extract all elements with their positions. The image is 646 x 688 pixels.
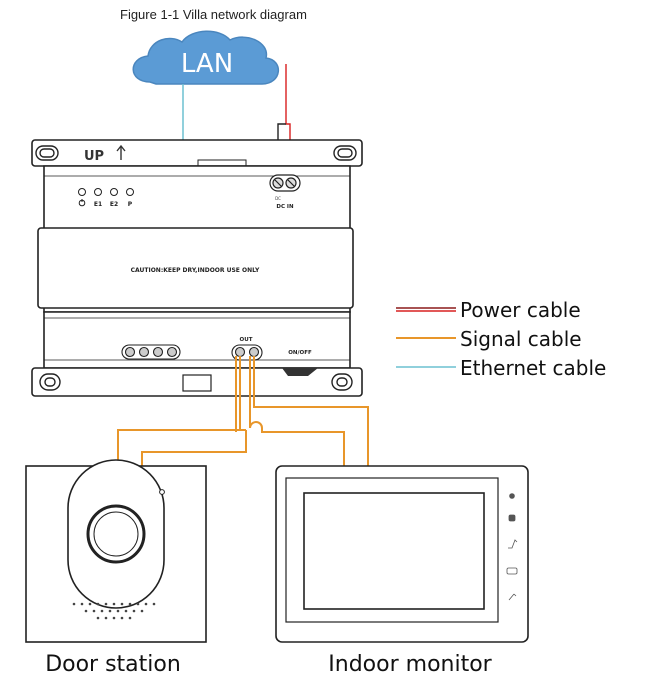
lan-label: LAN (181, 49, 233, 79)
led-indicators (78, 188, 134, 196)
lan-cloud-icon (132, 30, 279, 85)
power-icon (78, 199, 86, 207)
up-arrow-icon (116, 144, 126, 160)
monitor-side-buttons (506, 493, 518, 601)
signal-cables (117, 356, 369, 466)
indoor-monitor-label: Indoor monitor (328, 652, 492, 677)
indoor-monitor-device (275, 465, 529, 643)
led-label-p: P (128, 201, 133, 208)
legend-power-label: Power cable (460, 298, 581, 322)
onoff-label: ON/OFF (288, 350, 312, 356)
mic-icon (509, 493, 515, 499)
door-station-label: Door station (45, 652, 181, 677)
camera-icon (508, 514, 516, 522)
dc-in-terminals (269, 174, 301, 192)
network-switch-unit (31, 139, 363, 397)
legend-ethernet-label: Ethernet cable (460, 356, 606, 380)
phone-icon (508, 539, 518, 549)
legend-ethernet: Ethernet cable (396, 356, 606, 380)
led-label-e2: E2 (110, 201, 118, 208)
out-label: OUT (240, 337, 253, 343)
legend: Power cable Signal cable Ethernet cable (396, 298, 606, 380)
caution-label: CAUTION:KEEP DRY,INDOOR USE ONLY (131, 267, 260, 274)
figure-caption: Figure 1-1 Villa network diagram (120, 7, 307, 22)
legend-signal-label: Signal cable (460, 327, 582, 351)
mounting-holes (35, 145, 357, 391)
dc-small-label: DC (275, 196, 281, 201)
legend-signal: Signal cable (396, 327, 582, 351)
up-label: UP (84, 149, 104, 164)
message-icon (506, 567, 518, 575)
four-pin-terminal (121, 344, 181, 360)
legend-power: Power cable (396, 298, 581, 322)
door-station-device (25, 459, 207, 643)
door-station-speaker-icon (72, 602, 156, 620)
key-icon (508, 593, 517, 601)
led-label-e1: E1 (94, 201, 102, 208)
dc-in-label: DC IN (276, 204, 294, 210)
